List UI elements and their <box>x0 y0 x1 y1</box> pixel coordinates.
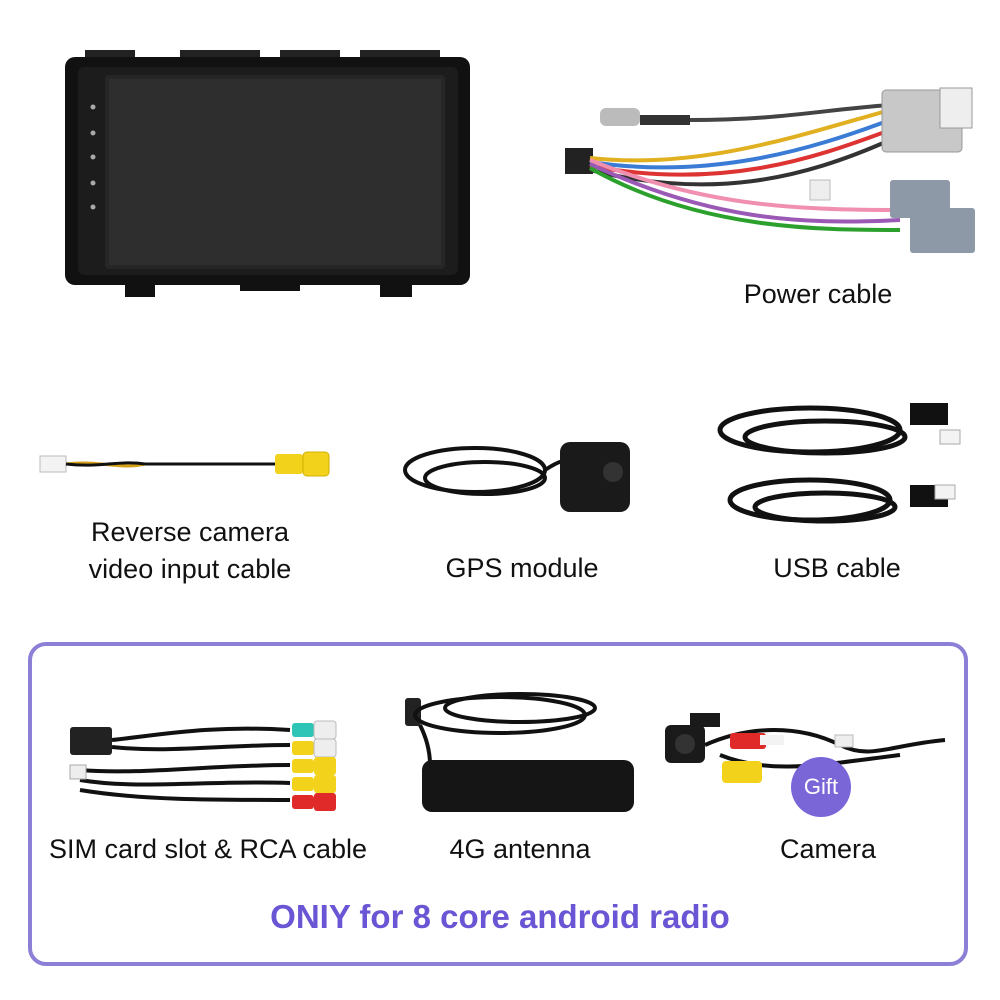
power-cable-label: Power cable <box>743 279 893 309</box>
camera-image <box>665 713 946 783</box>
reverse-camera-label-line1: Reverse camera <box>90 517 290 547</box>
head-unit-image <box>65 50 470 297</box>
sim-rca-cable-image <box>69 720 337 811</box>
gps-module-image <box>403 442 630 512</box>
reverse-camera-label-line2: video input cable <box>88 554 292 584</box>
antenna-4g-label: 4G antenna <box>449 834 591 864</box>
gps-module-label: GPS module <box>445 553 599 583</box>
usb-cable-label: USB cable <box>773 553 901 583</box>
sim-rca-cable-label: SIM card slot & RCA cable <box>48 834 368 864</box>
usb-cable-image <box>717 403 961 524</box>
antenna-4g-image <box>405 692 634 812</box>
gift-badge: Gift <box>791 757 851 817</box>
power-cable-image <box>565 87 975 253</box>
optional-accessories-box <box>28 642 968 966</box>
camera-label: Camera <box>779 834 877 864</box>
footer-note: ONIY for 8 core android radio <box>270 898 730 935</box>
reverse-camera-cable-image <box>39 451 330 477</box>
